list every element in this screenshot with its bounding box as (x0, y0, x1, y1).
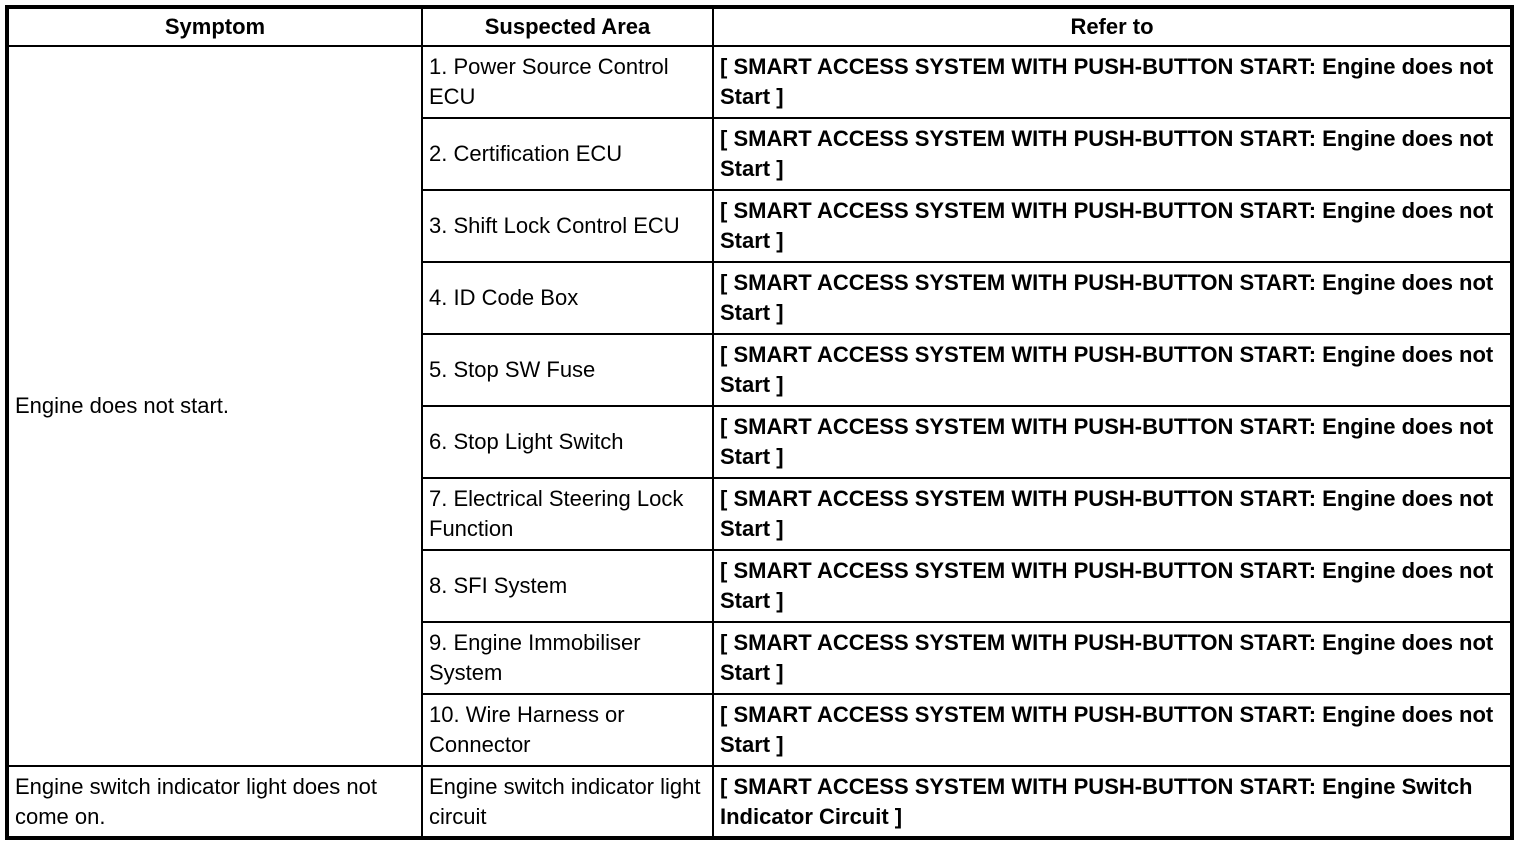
suspected-area-cell: 5. Stop SW Fuse (421, 333, 714, 407)
column-header-suspected-area: Suspected Area (421, 6, 714, 47)
suspected-area-cell: 7. Electrical Steering Lock Function (421, 477, 714, 551)
refer-to-link[interactable]: [ SMART ACCESS SYSTEM WITH PUSH-BUTTON S… (712, 261, 1513, 335)
suspected-area-cell: 2. Certification ECU (421, 117, 714, 191)
refer-to-link[interactable]: [ SMART ACCESS SYSTEM WITH PUSH-BUTTON S… (712, 765, 1513, 839)
table-row: 7. Electrical Steering Lock Function [ S… (7, 477, 1513, 551)
column-header-symptom: Symptom (6, 6, 423, 47)
column-header-refer-to: Refer to (712, 6, 1513, 47)
table-row: Engine switch indicator light does not c… (6, 765, 1513, 839)
table-row: 6. Stop Light Switch [ SMART ACCESS SYST… (7, 405, 1513, 479)
table-row: 4. ID Code Box [ SMART ACCESS SYSTEM WIT… (7, 261, 1513, 335)
symptom-cell: Engine does not start. (6, 45, 423, 767)
suspected-area-cell: 4. ID Code Box (421, 261, 714, 335)
table-header-row: Symptom Suspected Area Refer to (6, 6, 1513, 47)
refer-to-link[interactable]: [ SMART ACCESS SYSTEM WITH PUSH-BUTTON S… (712, 621, 1513, 695)
table-body: Engine does not start.1. Power Source Co… (6, 45, 1513, 839)
suspected-area-cell: 6. Stop Light Switch (421, 405, 714, 479)
refer-to-link[interactable]: [ SMART ACCESS SYSTEM WITH PUSH-BUTTON S… (712, 693, 1513, 767)
refer-to-link[interactable]: [ SMART ACCESS SYSTEM WITH PUSH-BUTTON S… (712, 45, 1513, 119)
symptom-table: Symptom Suspected Area Refer to Engine d… (5, 5, 1514, 840)
table-row: 3. Shift Lock Control ECU [ SMART ACCESS… (7, 189, 1513, 263)
suspected-area-cell: Engine switch indicator light circuit (421, 765, 714, 839)
table-row: Engine does not start.1. Power Source Co… (6, 45, 1513, 767)
suspected-area-cell: 3. Shift Lock Control ECU (421, 189, 714, 263)
refer-to-link[interactable]: [ SMART ACCESS SYSTEM WITH PUSH-BUTTON S… (712, 117, 1513, 191)
table-row: 10. Wire Harness or Connector [ SMART AC… (7, 693, 1513, 767)
refer-to-link[interactable]: [ SMART ACCESS SYSTEM WITH PUSH-BUTTON S… (712, 189, 1513, 263)
suspected-area-cell: 10. Wire Harness or Connector (421, 693, 714, 767)
suspected-area-cell: 8. SFI System (421, 549, 714, 623)
suspected-area-cell: 9. Engine Immobiliser System (421, 621, 714, 695)
table-row: 5. Stop SW Fuse [ SMART ACCESS SYSTEM WI… (7, 333, 1513, 407)
table-row: 8. SFI System [ SMART ACCESS SYSTEM WITH… (7, 549, 1513, 623)
symptom-cell: Engine switch indicator light does not c… (6, 765, 423, 839)
refer-to-link[interactable]: [ SMART ACCESS SYSTEM WITH PUSH-BUTTON S… (712, 405, 1513, 479)
table-row: 9. Engine Immobiliser System [ SMART ACC… (7, 621, 1513, 695)
refer-to-link[interactable]: [ SMART ACCESS SYSTEM WITH PUSH-BUTTON S… (712, 333, 1513, 407)
suspected-area-cell: 1. Power Source Control ECU (421, 45, 714, 119)
table-row: 2. Certification ECU [ SMART ACCESS SYST… (7, 117, 1513, 191)
refer-to-link[interactable]: [ SMART ACCESS SYSTEM WITH PUSH-BUTTON S… (712, 549, 1513, 623)
refer-to-link[interactable]: [ SMART ACCESS SYSTEM WITH PUSH-BUTTON S… (712, 477, 1513, 551)
